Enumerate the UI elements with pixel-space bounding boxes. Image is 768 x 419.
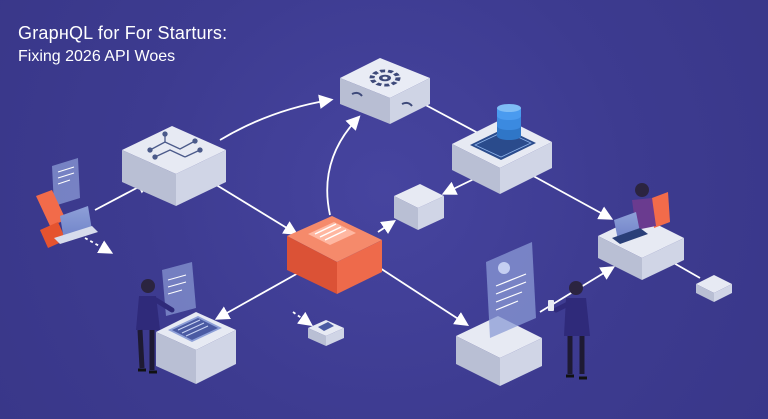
bottom-cube (456, 242, 542, 386)
right-desk-block (598, 183, 684, 280)
left-laptop-cluster (36, 158, 98, 248)
api-code-icon (308, 222, 356, 245)
small-cube-middle (394, 184, 444, 230)
headline-subtitle: Fixing 2026 API Woes (18, 48, 176, 65)
arrow-rightdesk-to-smallcube (671, 261, 701, 279)
database-icon (497, 104, 521, 140)
api-block (287, 216, 382, 294)
gear-icon (369, 69, 401, 87)
headline-title: GrapнQL for For Starturs: (18, 23, 228, 43)
arrow-api-to-smallcube (377, 220, 396, 234)
laptop-icon (612, 212, 648, 244)
tiny-cube (308, 320, 344, 346)
arrow-gear-to-db (419, 101, 479, 134)
person-phone (548, 281, 590, 380)
arrow-circuit-to-gear (219, 94, 334, 141)
document-panel-icon (486, 242, 536, 338)
gear-block (340, 58, 430, 124)
database-block (452, 104, 552, 194)
circuit-block (122, 126, 226, 206)
arrow-api-to-leftdesk (214, 271, 301, 320)
person-left (136, 279, 175, 374)
laptop-icon (54, 206, 98, 244)
circuit-icon (147, 131, 203, 160)
small-cube-right (696, 275, 732, 302)
headline: GrapнQL for For Starturs: Fixing 2026 AP… (18, 24, 227, 65)
arrow-laptop-dashed (84, 237, 114, 254)
arrow-api-to-gear (326, 115, 361, 216)
arrow-api-to-bottomcube (379, 267, 470, 326)
arrow-circuit-to-api (204, 177, 299, 235)
arrow-db-to-smallcube (441, 177, 477, 195)
connections (84, 94, 701, 327)
left-desk-block (156, 262, 236, 384)
arrow-db-to-rightdesk (525, 171, 614, 220)
smartphone-icon (548, 300, 554, 311)
document-panel-icon (162, 262, 196, 316)
arrow-tiny-dashed (292, 311, 313, 327)
